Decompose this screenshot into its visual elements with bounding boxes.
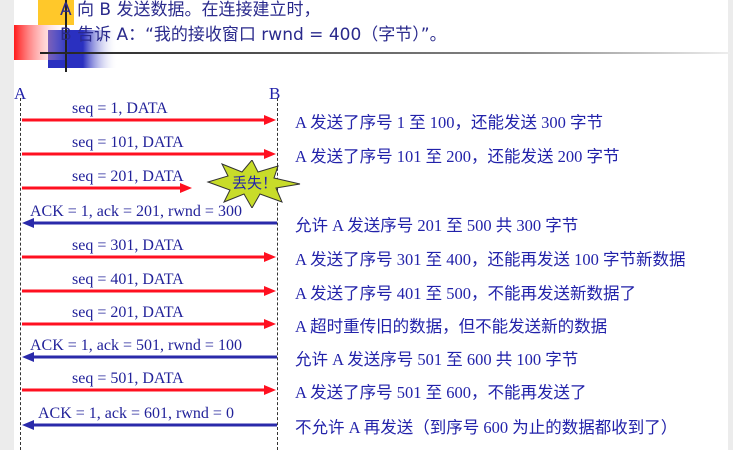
arrow-label: seq = 201, DATA [72,304,184,321]
slide-decoration [14,0,118,72]
arrow-label: ACK = 1, ack = 201, rwnd = 300 [30,203,242,220]
arrow-data [22,115,276,125]
row-note: 允许 A 发送序号 201 至 500 共 300 字节 [295,216,579,235]
header-line-1: A 向 B 发送数据。在连接建立时， [60,0,321,20]
arrow-label: seq = 501, DATA [72,370,184,387]
arrowhead [264,385,276,395]
arrow-label: seq = 201, DATA [72,168,184,185]
left-margin-strip [0,0,14,450]
arrowhead [180,183,192,193]
arrow-data [22,252,276,262]
arrow-data [22,286,276,296]
header-line-2: B 告诉 A：“我的接收窗口 rwnd = 400（字节）”。 [60,25,447,45]
row-note: A 发送了序号 501 至 600，不能再发送了 [295,383,587,402]
right-margin-strip [728,0,733,450]
arrow-data [22,183,192,193]
arrow-data [22,149,276,159]
arrow-data [22,319,276,329]
arrow-ack [22,218,277,228]
node-a-label: A [14,84,27,103]
arrowhead [264,252,276,262]
row-note: A 发送了序号 301 至 400，还能再发送 100 字节新数据 [295,250,686,269]
arrowhead [22,352,34,362]
arrow-label: ACK = 1, ack = 501, rwnd = 100 [30,337,242,354]
row-note: A 发送了序号 401 至 500，不能再发送新数据了 [295,284,637,303]
row-note: A 发送了序号 1 至 100，还能发送 300 字节 [295,113,604,132]
lost-burst-icon [206,160,301,208]
lifeline-a [20,98,21,450]
arrow-ack [22,352,277,362]
arrow-data [22,385,276,395]
arrowhead [22,218,34,228]
arrow-ack [22,420,277,430]
arrow-label: ACK = 1, ack = 601, rwnd = 0 [38,405,234,422]
arrow-label: seq = 1, DATA [72,100,168,117]
arrow-label: seq = 401, DATA [72,271,184,288]
arrowhead [264,319,276,329]
arrowhead [264,149,276,159]
arrowhead [22,420,34,430]
arrow-label: seq = 101, DATA [72,134,184,151]
lost-label: 丢失！ [232,174,278,192]
row-note: 允许 A 发送序号 501 至 600 共 100 字节 [295,350,579,369]
lifeline-b [277,98,278,450]
row-note: A 超时重传旧的数据，但不能发送新的数据 [295,317,608,336]
node-b-label: B [269,84,281,103]
row-note: A 发送了序号 101 至 200，还能发送 200 字节 [295,147,620,166]
arrow-label: seq = 301, DATA [72,237,184,254]
arrowhead [264,115,276,125]
header-underline [40,52,730,54]
row-note: 不允许 A 再发送（到序号 600 为止的数据都收到了） [295,418,678,437]
arrowhead [264,286,276,296]
